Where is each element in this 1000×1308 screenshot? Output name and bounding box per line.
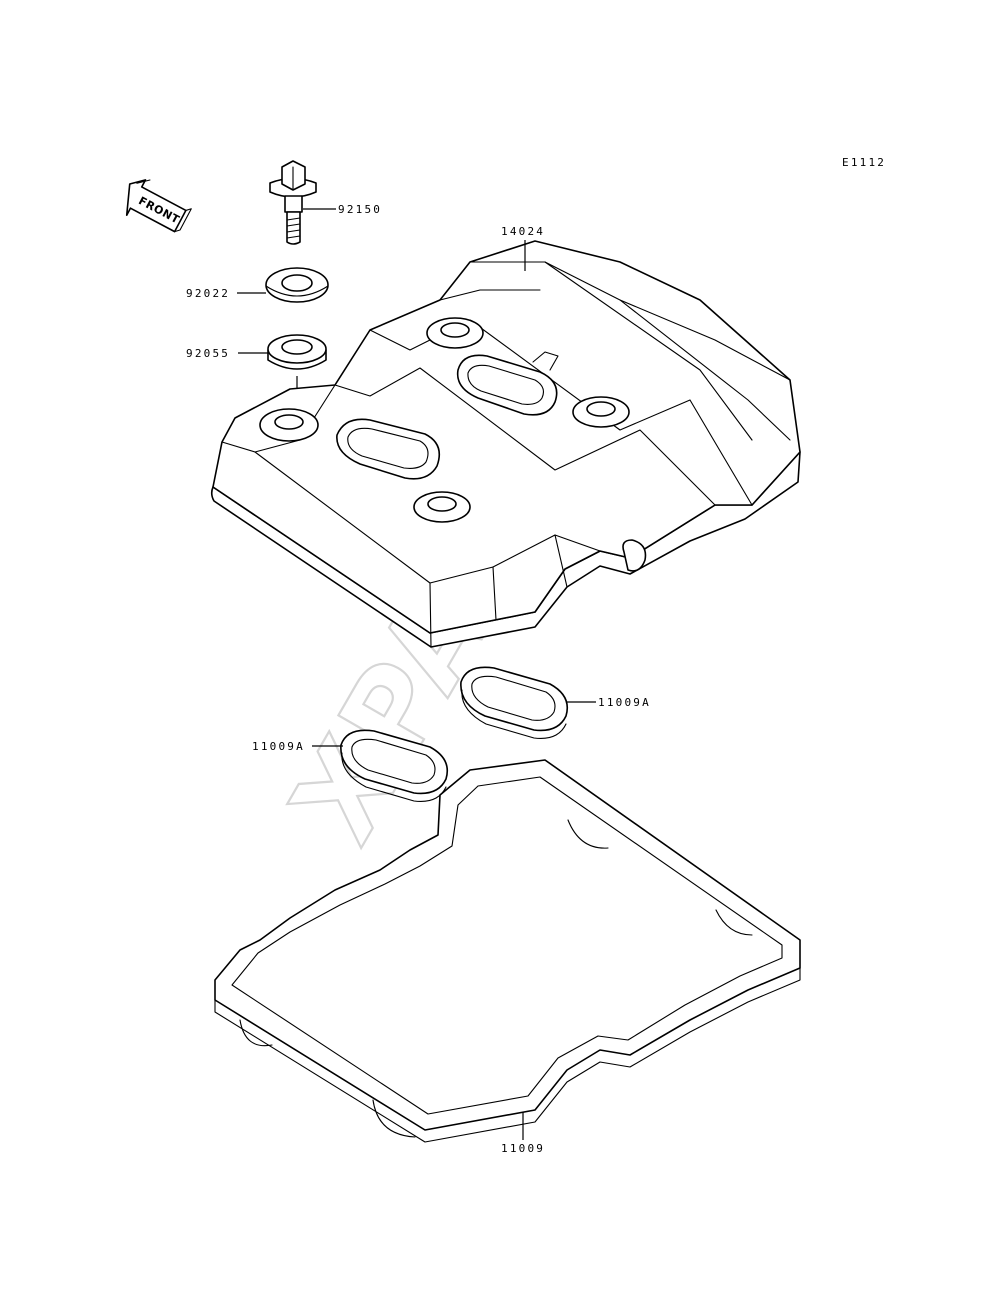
diagram-code: E1112 (842, 156, 886, 169)
front-label: FRONT (136, 194, 181, 226)
front-arrow-icon: FRONT (125, 179, 192, 233)
part-number-cylinder-head-cover: 14024 (501, 225, 545, 238)
grommet-icon (267, 334, 327, 370)
part-number-grommet: 92055 (186, 347, 230, 360)
washer-icon (265, 267, 329, 303)
bolt-icon (269, 160, 317, 245)
plug-gasket-right-icon (460, 666, 569, 739)
part-number-cover-gasket: 11009 (501, 1142, 545, 1155)
cylinder-head-cover-icon (210, 240, 801, 648)
part-number-bolt: 92150 (338, 203, 382, 216)
cover-gasket-icon (214, 759, 801, 1143)
part-number-plug-gasket-right: 11009A (598, 696, 651, 709)
part-number-plug-gasket-left: 11009A (252, 740, 305, 753)
plug-gasket-left-icon (340, 729, 449, 802)
part-number-washer: 92022 (186, 287, 230, 300)
